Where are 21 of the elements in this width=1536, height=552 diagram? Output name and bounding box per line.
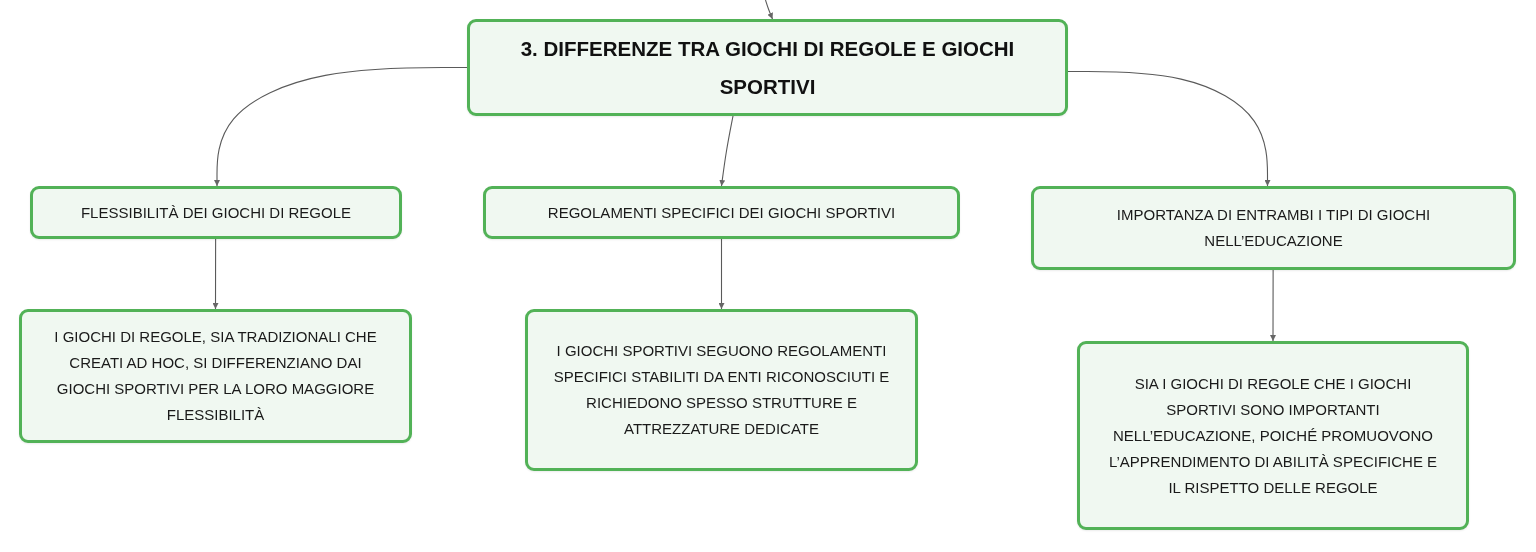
connector-arrow — [719, 115, 734, 187]
topic-box — [19, 309, 412, 443]
topic-text: I GIOCHI SPORTIVI SEGUONO REGOLAMENTI SPECIFICI STABILITI DA ENTI RICONOSCIUTI E RICHIEDONO SPESSO STRUTTURE E ATTREZZATURE DEDICATE — [552, 341, 891, 439]
connector-arrow — [718, 238, 725, 310]
topic-text: IMPORTANZA DI ENTRAMBI I TIPI DI GIOCHI NELL’EDUCAZIONE — [1115, 205, 1432, 251]
connector-arrow — [1270, 269, 1276, 342]
connector-arrow — [764, 0, 774, 20]
connector-arrow — [214, 66, 468, 187]
connector-arrow — [1067, 70, 1271, 187]
topic-box — [1077, 341, 1469, 530]
topic-text: SIA I GIOCHI DI REGOLE CHE I GIOCHI SPORTIVI SONO IMPORTANTI NELL’EDUCAZIONE, POICHÉ PROMUOVONO L’APPRENDIMENTO DI ABILITÀ SPECIFICHE E IL RISPETTO DELLE REGOLE — [1108, 373, 1438, 498]
topic-text: REGOLAMENTI SPECIFICI DEI GIOCHI SPORTIVI — [547, 202, 896, 223]
topic-box — [30, 186, 402, 239]
topic-box — [525, 309, 918, 471]
central-topic-box — [467, 19, 1068, 116]
topic-title: 3. DIFFERENZE TRA GIOCHI DI REGOLE E GIOCHI SPORTIVI — [519, 35, 1016, 100]
topic-box — [483, 186, 960, 239]
topic-text: I GIOCHI DI REGOLE, SIA TRADIZIONALI CHE CREATI AD HOC, SI DIFFERENZIANO DAI GIOCHI SPORTIVI PER LA LORO MAGGIORE FLESSIBILITÀ — [53, 327, 378, 425]
topic-text: FLESSIBILITÀ DEI GIOCHI DI REGOLE — [80, 202, 352, 223]
connector-arrow — [212, 238, 219, 310]
topic-box — [1031, 186, 1516, 270]
